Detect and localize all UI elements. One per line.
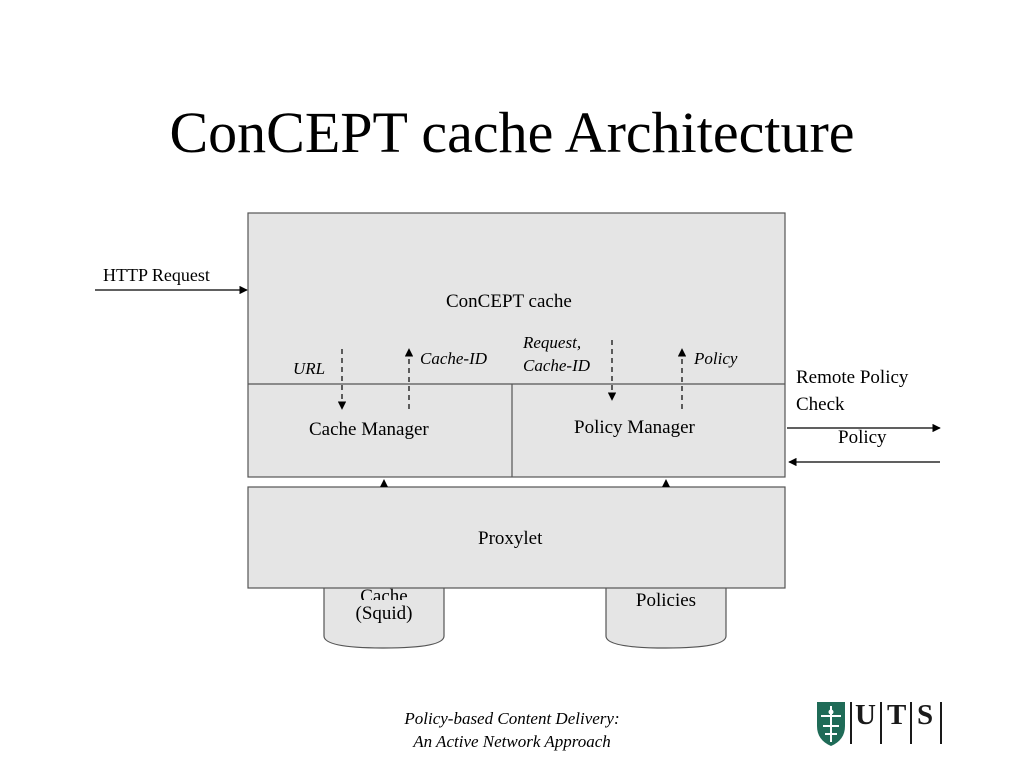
cache-manager-up-arrowhead [380,479,388,487]
remote-policy-check-label-line2: Check [796,394,845,415]
policy-manager-up-arrowhead [662,479,670,487]
cache-squid-label-line1: Cache [360,588,408,600]
request-label: Request, [523,333,582,352]
request-cache-id-label: Cache-ID [523,356,591,375]
cache-squid-cylinder [323,585,445,649]
concept-cache-box [247,212,786,478]
policy-return-label: Policy [838,427,887,448]
remote-policy-check-label-line1: Remote Policy [796,367,909,388]
footer-line-1: Policy-based Content Delivery: [404,709,620,728]
uts-logo-letter-u: U [855,699,876,731]
policy-up-label: Policy [694,349,738,368]
http-request-label: HTTP Request [103,265,210,285]
proxylet-box [247,486,786,589]
uts-logo-letter-t: T [887,699,907,731]
footer-line-2: An Active Network Approach [413,732,611,751]
policy-manager-label: Policy Manager [574,417,695,438]
policies-store-label: Policies [635,590,697,611]
slide-title: ConCEPT cache Architecture [169,100,855,165]
url-label: URL [293,359,326,378]
concept-cache-label: ConCEPT cache [446,291,572,312]
cache-id-label: Cache-ID [420,349,488,368]
policies-cylinder [605,585,727,649]
cache-squid-label-line2: (Squid) [355,603,413,624]
uts-shield-icon [817,702,845,746]
proxylet-label: Proxylet [478,528,543,549]
cache-manager-label: Cache Manager [309,419,429,440]
uts-logo-letter-s: S [917,699,934,731]
slide-footer: Policy-based Content Delivery: An Active… [312,707,712,753]
